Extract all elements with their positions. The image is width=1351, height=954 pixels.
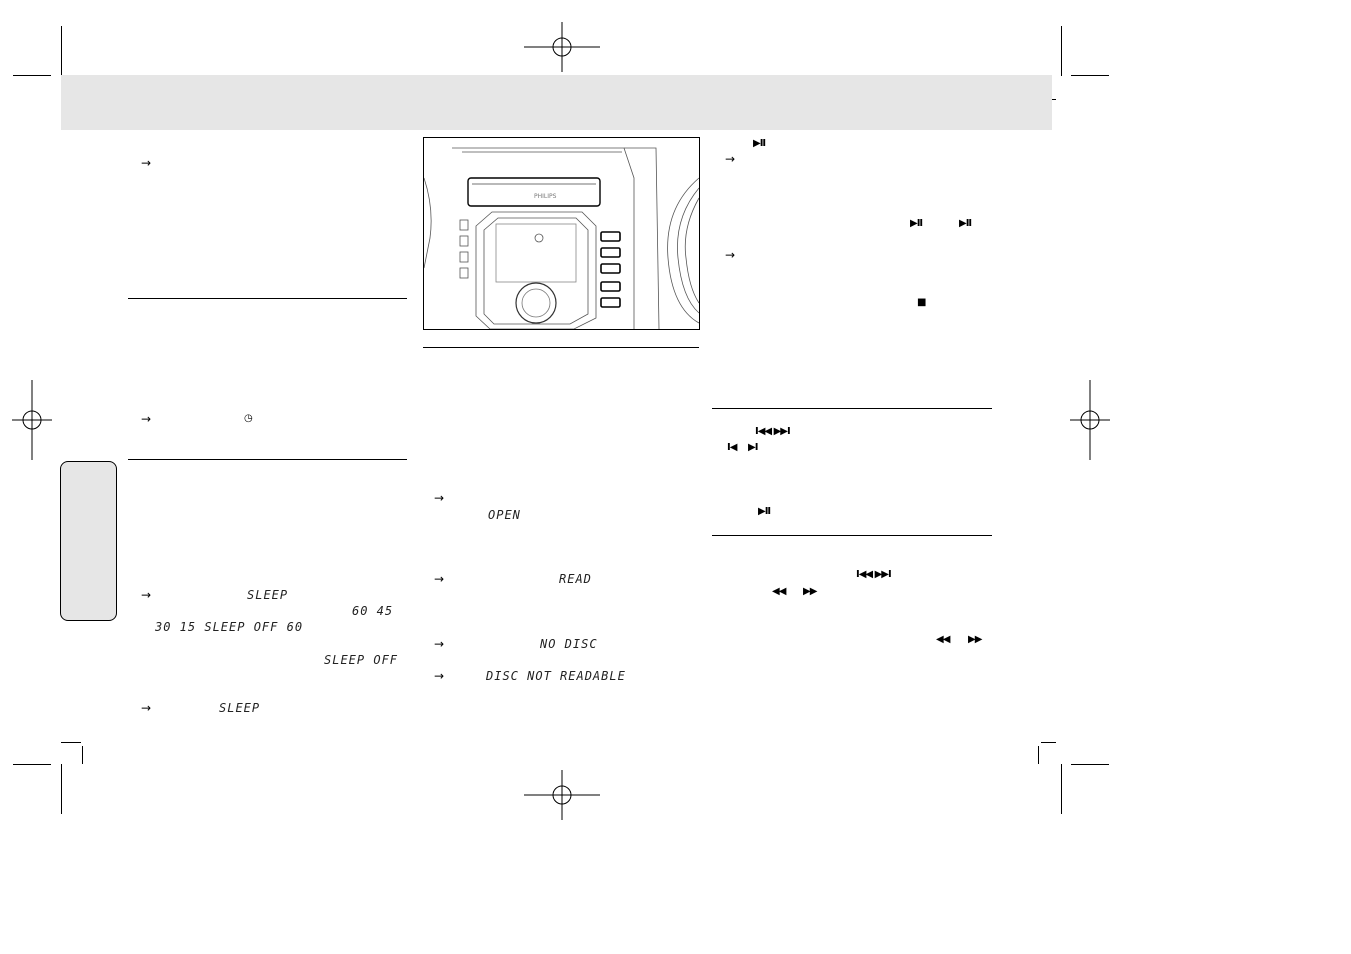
- display-disc-not-readable: DISC NOT READABLE: [486, 669, 626, 683]
- registration-target-right: [1070, 380, 1110, 460]
- crop-mark: [13, 764, 51, 765]
- crop-mark: [13, 75, 51, 76]
- prev-next-icon: I◀◀ ▶▶I: [856, 569, 892, 580]
- crop-mark: [1061, 26, 1062, 76]
- section-divider: [712, 408, 992, 409]
- crop-mark: [82, 746, 83, 764]
- crop-mark: [1038, 746, 1039, 764]
- result-arrow: →: [434, 491, 445, 505]
- display-sleep-values-b: 30 15 SLEEP OFF 60: [155, 620, 304, 634]
- play-pause-icon: ▶II: [910, 218, 923, 229]
- display-open: OPEN: [488, 508, 521, 522]
- result-arrow: →: [141, 701, 152, 715]
- crop-mark: [61, 764, 62, 814]
- display-sleep-values-a: 60 45: [352, 604, 394, 618]
- rewind-icon: ◀◀: [936, 634, 950, 645]
- next-icon: ▶I: [748, 442, 758, 453]
- section-divider: [712, 535, 992, 536]
- section-divider: [423, 347, 699, 348]
- stereo-front-panel-drawing: PHILIPS: [424, 147, 699, 329]
- registration-target-left: [12, 380, 52, 460]
- result-arrow: →: [725, 248, 736, 262]
- crop-mark: [1071, 75, 1109, 76]
- display-sleep: SLEEP: [219, 701, 261, 715]
- clock-icon: ◷: [244, 413, 253, 424]
- section-divider: [128, 459, 407, 460]
- crop-mark: [1071, 764, 1109, 765]
- registration-target-bottom: [524, 770, 600, 820]
- result-arrow: →: [434, 669, 445, 683]
- language-side-tab: [60, 461, 117, 621]
- registration-target-top: [524, 22, 600, 72]
- rewind-icon: ◀◀: [772, 586, 786, 597]
- prev-next-icon: I◀◀ ▶▶I: [755, 426, 791, 437]
- result-arrow: →: [141, 412, 152, 426]
- crop-mark: [1061, 764, 1062, 814]
- result-arrow: →: [141, 588, 152, 602]
- section-divider: [128, 298, 407, 299]
- forward-icon: ▶▶: [968, 634, 982, 645]
- result-arrow: →: [434, 572, 445, 586]
- forward-icon: ▶▶: [803, 586, 817, 597]
- stop-icon: ■: [917, 297, 927, 308]
- crop-mark: [1041, 742, 1056, 743]
- play-pause-icon: ▶II: [753, 138, 766, 149]
- cd-player-illustration: PHILIPS: [423, 137, 700, 330]
- crop-mark: [61, 26, 62, 76]
- result-arrow: →: [141, 156, 152, 170]
- crop-mark: [61, 742, 81, 743]
- display-sleep: SLEEP: [247, 588, 289, 602]
- display-read: READ: [559, 572, 592, 586]
- play-pause-icon: ▶II: [959, 218, 972, 229]
- prev-icon: I◀: [727, 442, 737, 453]
- play-pause-icon: ▶II: [758, 506, 771, 517]
- display-no-disc: NO DISC: [540, 637, 598, 651]
- result-arrow: →: [725, 152, 736, 166]
- display-sleep-off: SLEEP OFF: [324, 653, 399, 667]
- brand-label: PHILIPS: [534, 193, 557, 200]
- header-band: [61, 75, 1052, 130]
- result-arrow: →: [434, 637, 445, 651]
